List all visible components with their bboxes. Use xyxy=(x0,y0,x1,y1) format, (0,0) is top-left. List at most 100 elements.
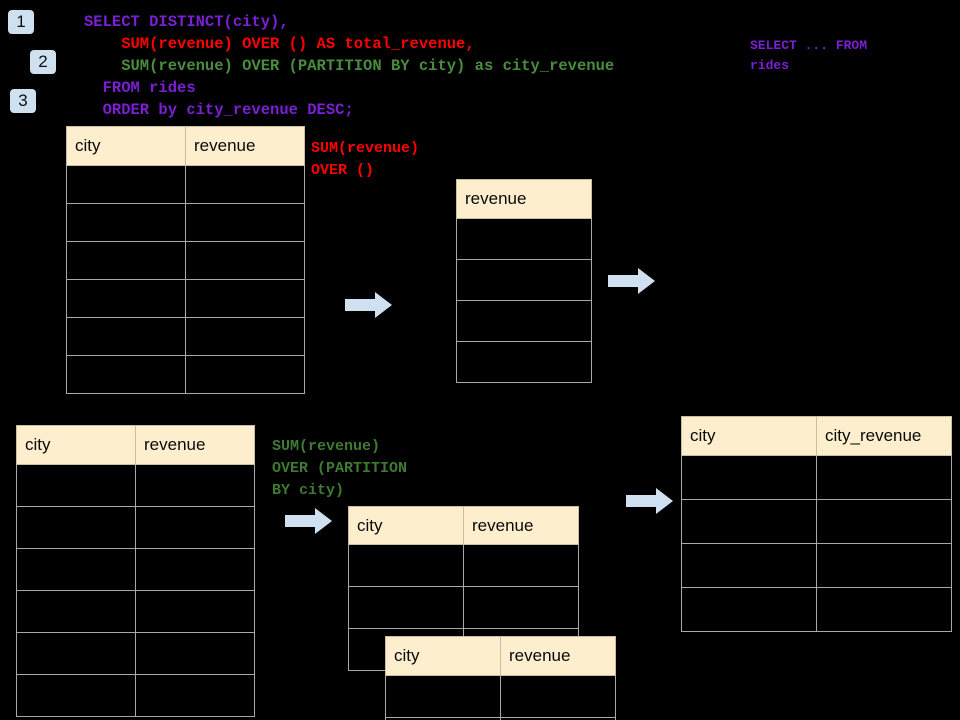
cell-revenue xyxy=(185,355,305,394)
cell-city xyxy=(66,317,186,356)
table-header-row: revenue xyxy=(456,179,592,219)
cell-revenue xyxy=(185,203,305,242)
column-header-revenue: revenue xyxy=(456,179,592,219)
table-row xyxy=(16,506,255,549)
cell-revenue xyxy=(185,165,305,204)
column-header-city: city xyxy=(348,506,464,545)
table-source-bottom: city revenue xyxy=(16,425,255,717)
column-header-revenue: revenue xyxy=(135,425,255,465)
cell-revenue xyxy=(185,241,305,280)
table-row xyxy=(66,355,305,394)
column-header-city: city xyxy=(385,636,501,676)
cell-revenue xyxy=(463,586,579,629)
sql-line-sum-over-empty: SUM(revenue) OVER () AS total_revenue, xyxy=(84,35,475,53)
arrow-to-partition xyxy=(285,506,333,536)
column-header-city: city xyxy=(16,425,136,465)
sql-line-order-by: ORDER by city_revenue DESC; xyxy=(84,101,354,119)
table-header-row: city revenue xyxy=(385,636,616,676)
table-row xyxy=(385,717,616,720)
arrow-to-total-revenue xyxy=(345,290,393,320)
table-row xyxy=(681,455,952,500)
cell-city xyxy=(681,587,817,632)
table-row xyxy=(456,218,592,260)
table-header-row: city revenue xyxy=(66,126,305,166)
cell-city xyxy=(681,499,817,544)
cell-city xyxy=(16,464,136,507)
table-row xyxy=(456,300,592,342)
cell-city xyxy=(66,203,186,242)
column-header-city-revenue: city_revenue xyxy=(816,416,952,456)
cell-revenue xyxy=(456,300,592,342)
cell-city xyxy=(16,674,136,717)
table-row xyxy=(16,632,255,675)
table-header-row: city revenue xyxy=(348,506,579,545)
table-total-revenue: revenue xyxy=(456,179,592,383)
table-row xyxy=(66,279,305,318)
sql-line-sum-over-partition: SUM(revenue) OVER (PARTITION BY city) as… xyxy=(84,57,615,75)
step-badge-2: 2 xyxy=(30,50,56,74)
cell-city xyxy=(66,241,186,280)
cell-revenue xyxy=(135,632,255,675)
column-header-revenue: revenue xyxy=(463,506,579,545)
table-row xyxy=(681,499,952,544)
cell-revenue xyxy=(135,590,255,633)
annotation-sum-over-empty: SUM(revenue) OVER () xyxy=(311,140,420,179)
column-header-revenue: revenue xyxy=(500,636,616,676)
cell-city xyxy=(681,543,817,588)
cell-city xyxy=(16,590,136,633)
cell-city-revenue xyxy=(816,587,952,632)
sql-line-from-rides: FROM rides xyxy=(84,79,196,97)
table-row xyxy=(66,241,305,280)
cell-city-revenue xyxy=(816,543,952,588)
cell-city xyxy=(681,455,817,500)
cell-revenue xyxy=(185,279,305,318)
cell-city-revenue xyxy=(816,499,952,544)
column-header-city: city xyxy=(681,416,817,456)
table-row xyxy=(385,675,616,718)
table-row xyxy=(16,464,255,507)
cell-city xyxy=(385,675,501,718)
table-source-top: city revenue xyxy=(66,126,305,394)
table-partition-front: city revenue xyxy=(385,636,616,720)
arrow-total-revenue-out xyxy=(608,266,656,296)
cell-revenue xyxy=(456,218,592,260)
cell-revenue xyxy=(456,259,592,301)
annotation-select-from-rides: SELECT ... FROM rides xyxy=(750,38,868,73)
table-row xyxy=(66,165,305,204)
cell-city xyxy=(348,544,464,587)
table-row xyxy=(16,674,255,717)
cell-city xyxy=(66,165,186,204)
column-header-city: city xyxy=(66,126,186,166)
cell-revenue xyxy=(135,464,255,507)
table-row xyxy=(16,548,255,591)
table-row xyxy=(348,586,579,629)
cell-revenue xyxy=(463,544,579,587)
cell-revenue xyxy=(135,674,255,717)
cell-revenue xyxy=(500,717,616,720)
column-header-revenue: revenue xyxy=(185,126,305,166)
cell-city xyxy=(66,355,186,394)
cell-city xyxy=(348,586,464,629)
step-badge-1: 1 xyxy=(8,10,34,34)
table-row xyxy=(681,587,952,632)
cell-city xyxy=(16,506,136,549)
cell-revenue xyxy=(135,506,255,549)
cell-revenue xyxy=(135,548,255,591)
table-result: city city_revenue xyxy=(681,416,952,632)
table-row xyxy=(16,590,255,633)
table-row xyxy=(456,259,592,301)
cell-revenue xyxy=(185,317,305,356)
arrow-to-result xyxy=(626,486,674,516)
cell-revenue xyxy=(456,341,592,383)
table-row xyxy=(66,317,305,356)
annotation-sum-over-partition: SUM(revenue) OVER (PARTITION BY city) xyxy=(272,438,408,499)
table-row xyxy=(456,341,592,383)
cell-revenue xyxy=(500,675,616,718)
sql-line-select-distinct: SELECT DISTINCT(city), xyxy=(84,13,289,31)
cell-city xyxy=(16,548,136,591)
cell-city xyxy=(16,632,136,675)
table-row xyxy=(681,543,952,588)
cell-city xyxy=(66,279,186,318)
table-header-row: city city_revenue xyxy=(681,416,952,456)
